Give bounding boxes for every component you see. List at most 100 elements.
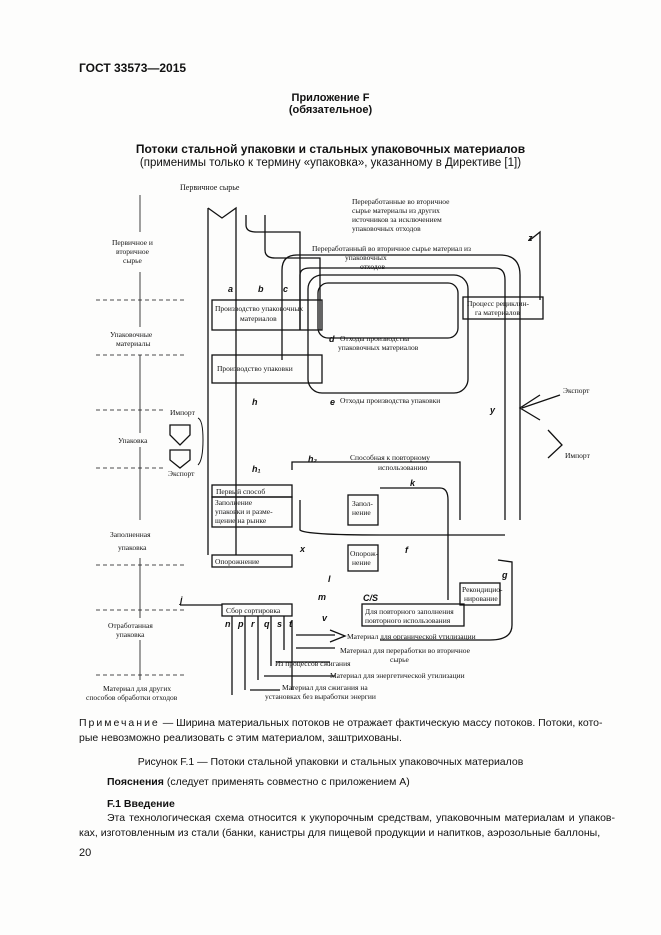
page-number: 20 bbox=[79, 847, 92, 859]
letter-z: z bbox=[527, 233, 533, 243]
box-emptying-2 bbox=[347, 544, 379, 572]
label-prod-materials-1: Производство упаковочных bbox=[215, 304, 303, 313]
letter-b: b bbox=[258, 284, 264, 294]
label-no-energy-2: установках без выработки энергии bbox=[265, 692, 376, 701]
letter-l: l bbox=[328, 574, 331, 584]
waste-outer-loop bbox=[307, 274, 469, 394]
note-paragraph: Примечание — Ширина материальных потоков… bbox=[79, 716, 615, 746]
label-export-left: Экспорт bbox=[168, 469, 195, 478]
explanation-rest: (следует применять совместно с приложени… bbox=[163, 776, 410, 788]
letter-f: f bbox=[405, 545, 409, 555]
materials-waste-loop bbox=[317, 282, 459, 339]
explanation: Пояснения (следует применять совместно с… bbox=[107, 776, 410, 788]
label-first-method: Первый способ bbox=[216, 487, 265, 496]
stage-3: Упаковка bbox=[118, 436, 148, 445]
appendix-subtitle: (обязательное) bbox=[288, 104, 373, 116]
stage-4-line-2: упаковка bbox=[118, 543, 147, 552]
note-prefix: Примечание bbox=[79, 717, 160, 729]
label-waste-materials-1: Отходы производства bbox=[340, 334, 410, 343]
box-for-reuse bbox=[361, 603, 465, 627]
box-packaging-production bbox=[211, 354, 323, 384]
box-collection bbox=[221, 603, 293, 617]
appendix-title: Приложение F bbox=[291, 92, 370, 104]
standard-header: ГОСТ 33573—2015 bbox=[79, 61, 187, 75]
label-recycled-top-4: упаковочных отходов bbox=[352, 224, 421, 233]
label-refill-2: нение bbox=[352, 508, 371, 517]
label-recycling-2: сырье bbox=[390, 655, 410, 664]
recycled-input-flow bbox=[245, 215, 301, 330]
stage-2-line-1: Упаковочные bbox=[110, 330, 153, 339]
letter-d: d bbox=[329, 334, 335, 344]
brace bbox=[197, 417, 204, 466]
label-cs: C/S bbox=[363, 593, 378, 603]
recycle-loop-inner bbox=[299, 267, 506, 520]
letter-r: r bbox=[251, 619, 255, 629]
label-refill-1: Запол- bbox=[352, 499, 373, 508]
explanation-bold: Пояснения bbox=[107, 776, 164, 788]
box-filling bbox=[211, 496, 293, 528]
label-export-right: Экспорт bbox=[563, 386, 590, 395]
letter-c: c bbox=[283, 284, 288, 294]
letter-m: m bbox=[318, 592, 326, 602]
export-arrow-left bbox=[169, 449, 191, 469]
label-recycled-top-1: Переработанные во вторичное bbox=[352, 197, 450, 206]
letter-j: j bbox=[179, 595, 183, 605]
import-arrow-right bbox=[547, 429, 563, 459]
note-text: — Ширина материальных потоков не отражае… bbox=[79, 717, 603, 744]
label-for-reuse-1: Для повторного заполнения bbox=[365, 607, 454, 616]
k-flow bbox=[380, 487, 449, 600]
figure-subtitle: (применимы только к термину «упаковка», … bbox=[139, 157, 522, 169]
label-recycled-pack-1: Переработанный во вторичное сырье матери… bbox=[312, 244, 471, 253]
letter-p: p bbox=[237, 619, 244, 629]
label-waste-materials-2: упаковочных материалов bbox=[338, 343, 419, 352]
label-incineration: Из процессов сжигания bbox=[275, 659, 351, 668]
letter-x: x bbox=[299, 544, 306, 554]
stage-2-line-2: материалы bbox=[116, 339, 150, 348]
letter-e: e bbox=[330, 397, 335, 407]
label-recond-1: Рекондицио- bbox=[462, 585, 503, 594]
box-recycling-process bbox=[462, 296, 544, 320]
label-recycled-pack-3: отходов bbox=[360, 262, 385, 271]
stage-4-line-1: Заполненная bbox=[110, 530, 151, 539]
label-import-left: Импорт bbox=[170, 408, 196, 417]
letter-y: y bbox=[489, 405, 496, 415]
letter-g: g bbox=[501, 570, 508, 580]
letter-q: q bbox=[264, 619, 270, 629]
primary-raw-arrow bbox=[207, 206, 237, 555]
label-reusable-1: Способная к повторному bbox=[350, 453, 430, 462]
label-organic: Материал для органической утилизации bbox=[347, 632, 476, 641]
label-emptying-2-2: нение bbox=[352, 558, 371, 567]
figure-title: Потоки стальной упаковки и стальных упак… bbox=[135, 142, 526, 156]
letter-h: h bbox=[252, 397, 258, 407]
label-no-energy-1: Материал для сжигания на bbox=[282, 683, 368, 692]
stage-5-line-1: Отработанная bbox=[108, 621, 153, 630]
stage-separators bbox=[96, 299, 185, 676]
letter-h2: h₂ bbox=[308, 454, 317, 464]
letter-a: a bbox=[228, 284, 233, 294]
label-emptying: Опорожнение bbox=[215, 557, 260, 566]
f-flow bbox=[299, 500, 505, 536]
label-energy: Материал для энергетической утилизации bbox=[330, 671, 465, 680]
letter-h1: h₁ bbox=[252, 464, 261, 474]
recycle-loop-outer bbox=[281, 254, 521, 520]
arrow-organic bbox=[329, 629, 347, 643]
import-arrow-left bbox=[169, 424, 191, 446]
output-lines bbox=[231, 616, 285, 695]
box-reconditioning bbox=[459, 582, 501, 606]
label-filling-1: Заполнение bbox=[215, 498, 253, 507]
label-primary-raw: Первичное сырье bbox=[180, 183, 240, 192]
label-recycle-process-2: га материалов bbox=[475, 308, 520, 317]
label-prod-materials-2: материалов bbox=[240, 314, 277, 323]
diagram-text: Первичное сырье Переработанные во вторич… bbox=[86, 183, 591, 702]
label-filling-2: упаковки и разме- bbox=[215, 507, 273, 516]
section-heading: F.1 Введение bbox=[107, 798, 175, 810]
g-return bbox=[380, 559, 513, 641]
label-import-right: Импорт bbox=[565, 451, 591, 460]
label-recycling-1: Материал для переработки во вторичное bbox=[340, 646, 471, 655]
label-recycle-process-1: Процесс рециклин- bbox=[467, 299, 529, 308]
box-emptying bbox=[211, 554, 293, 568]
stage-1-line-2: вторичное bbox=[116, 247, 150, 256]
label-waste-packaging: Отходы производства упаковки bbox=[340, 396, 440, 405]
stage-5-line-2: упаковка bbox=[116, 630, 145, 639]
